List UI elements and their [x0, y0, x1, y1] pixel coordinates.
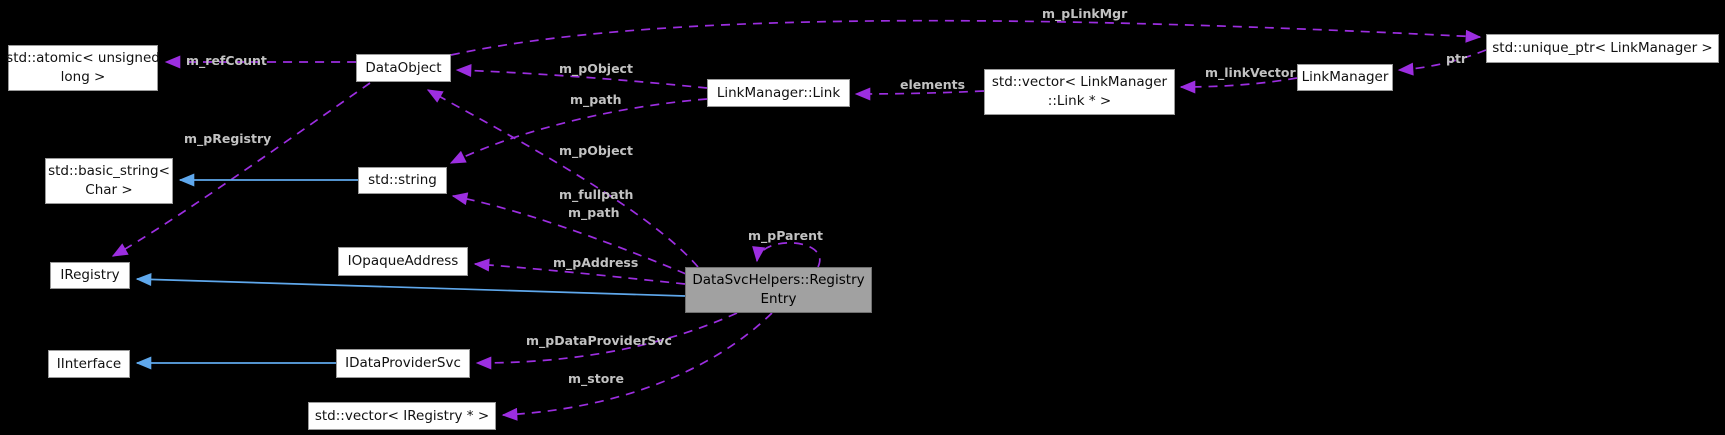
node-vector-linkmanager-link[interactable]: std::vector< LinkManager ::Link * >	[984, 69, 1175, 115]
edge-m-fullpath	[451, 192, 687, 275]
node-label: IInterface	[56, 355, 122, 372]
edge-m-path-link	[449, 98, 708, 164]
node-label: DataObject	[365, 59, 442, 76]
node-label: std::basic_string<	[48, 163, 170, 180]
edge-label-m-linkvector: m_linkVector	[1205, 65, 1296, 80]
node-label: std::vector< LinkManager	[991, 74, 1168, 91]
node-std-atomic[interactable]: std::atomic< unsigned long >	[6, 45, 160, 91]
edge-m-linkvector	[1179, 77, 1298, 94]
edge-m-pregistry	[111, 82, 371, 257]
node-dataobject[interactable]: DataObject	[356, 54, 451, 82]
node-label: ::Link * >	[1047, 93, 1112, 109]
node-label: std::atomic< unsigned	[6, 50, 160, 67]
edge-inherit-iregistry	[135, 272, 686, 297]
node-idataprovidersvc[interactable]: IDataProviderSvc	[336, 349, 470, 378]
edge-elements	[854, 87, 985, 101]
node-label: std::vector< IRegistry * >	[314, 407, 490, 424]
edge-label-m-path-entry: m_path	[568, 205, 620, 220]
node-iopaqueaddress[interactable]: IOpaqueAddress	[338, 247, 468, 276]
edge-label-m-paddress: m_pAddress	[553, 255, 639, 270]
node-std-string[interactable]: std::string	[358, 167, 447, 194]
edge-label-m-pdataprovidersvc: m_pDataProviderSvc	[526, 333, 672, 348]
node-vector-iregistry[interactable]: std::vector< IRegistry * >	[308, 402, 496, 430]
edge-label-m-fullpath: m_fullpath	[559, 187, 634, 202]
node-label: Entry	[760, 291, 797, 307]
node-iinterface[interactable]: IInterface	[48, 350, 130, 378]
edge-label-m-plinkmgr: m_pLinkMgr	[1042, 6, 1128, 21]
edge-label-elements: elements	[900, 77, 966, 92]
node-linkmanager-link[interactable]: LinkManager::Link	[707, 79, 850, 107]
node-label: std::unique_ptr< LinkManager >	[1492, 40, 1713, 57]
edge-ptr	[1397, 49, 1487, 76]
node-linkmanager[interactable]: LinkManager	[1297, 64, 1393, 91]
edge-label-m-path-link: m_path	[570, 92, 622, 107]
edge-m-plinkmgr	[450, 19, 1482, 56]
node-label: IDataProviderSvc	[345, 355, 461, 372]
edge-label-m-pregistry: m_pRegistry	[184, 131, 272, 146]
edge-m-pobject-entry	[426, 89, 699, 268]
node-registryentry[interactable]: DataSvcHelpers::Registry Entry	[685, 267, 872, 313]
node-label: long >	[60, 69, 106, 85]
edge-label-m-pparent: m_pParent	[748, 228, 823, 243]
node-label: Char >	[85, 182, 133, 198]
edge-label-ptr: ptr	[1446, 51, 1468, 66]
node-label: DataSvcHelpers::Registry	[692, 272, 865, 289]
edge-label-m-store: m_store	[568, 371, 624, 386]
node-label: IRegistry	[60, 267, 120, 284]
edge-m-pparent	[752, 242, 821, 268]
node-label: std::string	[368, 172, 437, 189]
edge-m-store	[501, 312, 773, 421]
edge-label-m-refcount: m_refCount	[186, 53, 267, 68]
node-iregistry[interactable]: IRegistry	[50, 262, 130, 289]
node-label: LinkManager	[1301, 69, 1389, 86]
edge-label-m-pobject-link: m_pObject	[559, 61, 633, 76]
edge-label-m-pobject-entry: m_pObject	[559, 143, 633, 158]
node-unique-ptr[interactable]: std::unique_ptr< LinkManager >	[1486, 34, 1719, 63]
node-std-basic-string[interactable]: std::basic_string< Char >	[45, 158, 173, 204]
node-label: LinkManager::Link	[716, 84, 841, 101]
edge-m-paddress	[473, 258, 686, 285]
edge-m-pdataprovidersvc	[475, 312, 738, 370]
node-label: IOpaqueAddress	[347, 253, 459, 270]
